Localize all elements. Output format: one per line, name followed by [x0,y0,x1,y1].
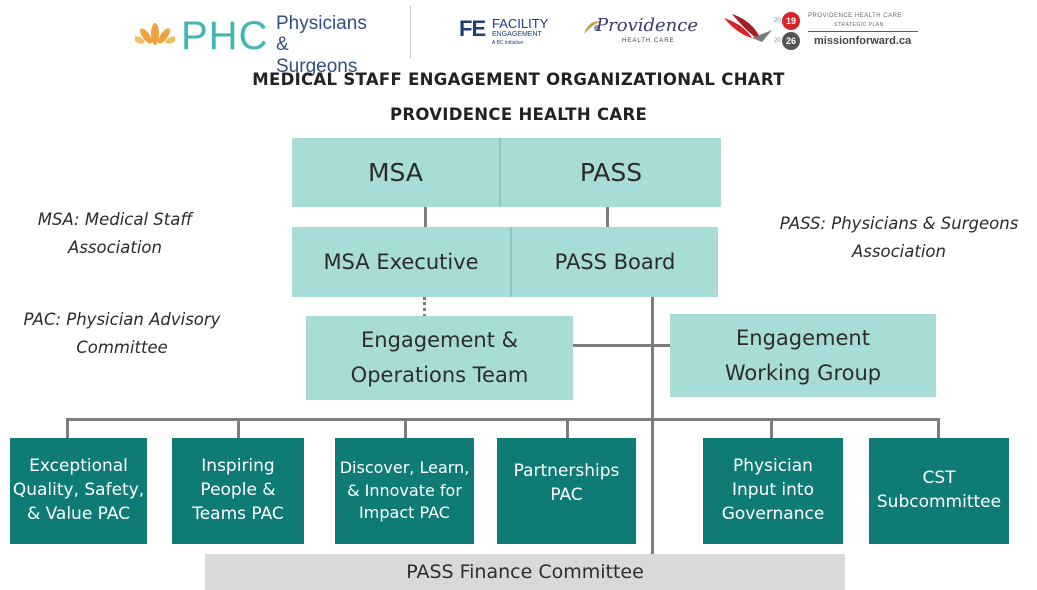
connector [237,418,240,438]
connector [770,418,773,438]
pac-box-discover: Discover, Learn, & Innovate for Impact P… [335,438,474,544]
note-pac-line1: PAC: Physician Advisory [23,310,221,329]
pass-board-label: PASS Board [554,250,676,274]
fe-text1: FACILITY [492,16,549,31]
pac-line: Exceptional [29,456,128,477]
connector-trunk [651,296,654,554]
pac-line: Physician [733,456,813,477]
mission-forward-logo: 20 19 20 26 PROVIDENCE HEALTH CARE STRAT… [722,8,932,54]
mf-rule [808,31,918,32]
pac-line: Teams PAC [192,503,284,524]
connector [572,344,672,347]
connector [606,206,609,228]
pass-box: PASS [501,138,721,207]
pass-label: PASS [579,158,643,187]
fe-text2: ENGAGEMENT [492,31,542,38]
pac-box-cst: CST Subcommittee [869,438,1009,544]
facility-engagement-logo: FE FACILITY ENGAGEMENT A BC Initiative [459,14,569,48]
msa-executive-box: MSA Executive [292,227,510,297]
mf-pre1: 20 [774,18,781,24]
connector [937,418,940,438]
note-pass-line2: Association [852,242,946,262]
msa-executive-label: MSA Executive [323,250,479,274]
pac-line: People & [200,480,276,501]
phc-sub-line1: Physicians [276,13,367,34]
engagement-operations-box: Engagement & Operations Team [306,316,573,400]
note-msa: MSA: Medical Staff Association [20,206,210,262]
engagement-operations-line1: Engagement & [361,328,518,353]
msa-board-divider [510,227,512,297]
dotted-connector [423,297,426,317]
pac-line: PAC [550,484,583,505]
pac-line: Inspiring [201,456,275,477]
pac-line: Discover, Learn, [339,458,470,478]
note-pac-line2: Committee [76,338,168,358]
pac-line: & Innovate for [347,480,462,500]
engagement-working-group-box: Engagement Working Group [670,314,936,397]
note-pass-line1: PASS: Physicians & Surgeons [779,214,1019,233]
engagement-operations-line2: Operations Team [350,363,529,387]
msa-box: MSA [292,138,499,207]
engagement-working-group-line2: Working Group [724,360,882,385]
mf-line1: PROVIDENCE HEALTH CARE [808,13,902,19]
msa-pass-divider [499,138,501,207]
engagement-working-group-line1: Engagement [736,325,870,350]
phc-flower-icon [135,23,175,45]
msa-pass-box [292,138,721,207]
phc-sub-line2: & Surgeons [276,34,358,77]
connector [566,418,569,438]
mf-line2: STRATEGIC PLAN [834,22,884,28]
msa-pass-board-box [292,227,718,297]
mf-url: missionforward.ca [814,35,912,47]
pac-line: Subcommittee [876,492,1002,512]
msa-label: MSA [367,158,423,187]
note-msa-line1: MSA: Medical Staff [37,210,193,229]
providence-swoosh-icon [584,21,600,34]
connector [404,418,407,438]
finance-committee-box: PASS Finance Committee [205,554,845,590]
providence-wordmark: Providence [596,15,698,36]
chart-subtitle: PROVIDENCE HEALTH CARE [389,105,648,124]
pac-line: Governance [721,503,825,524]
connector-pac-bar [66,418,940,421]
mf-year1: 19 [782,12,800,30]
pac-box-governance: Physician Input into Governance [703,438,843,544]
mission-forward-bird-icon [724,14,772,42]
pac-line: Quality, Safety, [12,480,145,501]
pac-line: Partnerships [513,461,620,481]
note-msa-line2: Association [68,238,162,258]
mf-year2: 26 [782,32,800,50]
fe-mark: FE [459,16,486,41]
connector [424,206,427,228]
fe-text3: A BC Initiative [492,40,524,46]
chart-title: MEDICAL STAFF ENGAGEMENT ORGANIZATIONAL … [252,70,785,89]
pass-board-box: PASS Board [512,227,718,297]
pac-line: & Value PAC [26,503,131,524]
finance-committee-label: PASS Finance Committee [406,561,644,583]
pac-line: Impact PAC [359,503,450,523]
mf-pre2: 20 [774,38,781,44]
pac-line: CST [922,468,956,489]
phc-wordmark: PHC [181,14,269,58]
note-pac: PAC: Physician Advisory Committee [4,306,240,362]
note-pass: PASS: Physicians & Surgeons Association [764,210,1034,266]
connector [66,418,69,438]
pac-box-partnerships: Partnerships PAC [497,438,636,544]
pac-line: Input into [732,480,814,501]
phc-logo: PHC Physicians & Surgeons [133,10,373,77]
header-divider [410,6,411,58]
pac-box-inspiring: Inspiring People & Teams PAC [172,438,304,544]
providence-logo: Providence HEALTH CARE [582,12,698,48]
pac-box-quality: Exceptional Quality, Safety, & Value PAC [10,438,147,544]
providence-sub: HEALTH CARE [622,38,675,44]
